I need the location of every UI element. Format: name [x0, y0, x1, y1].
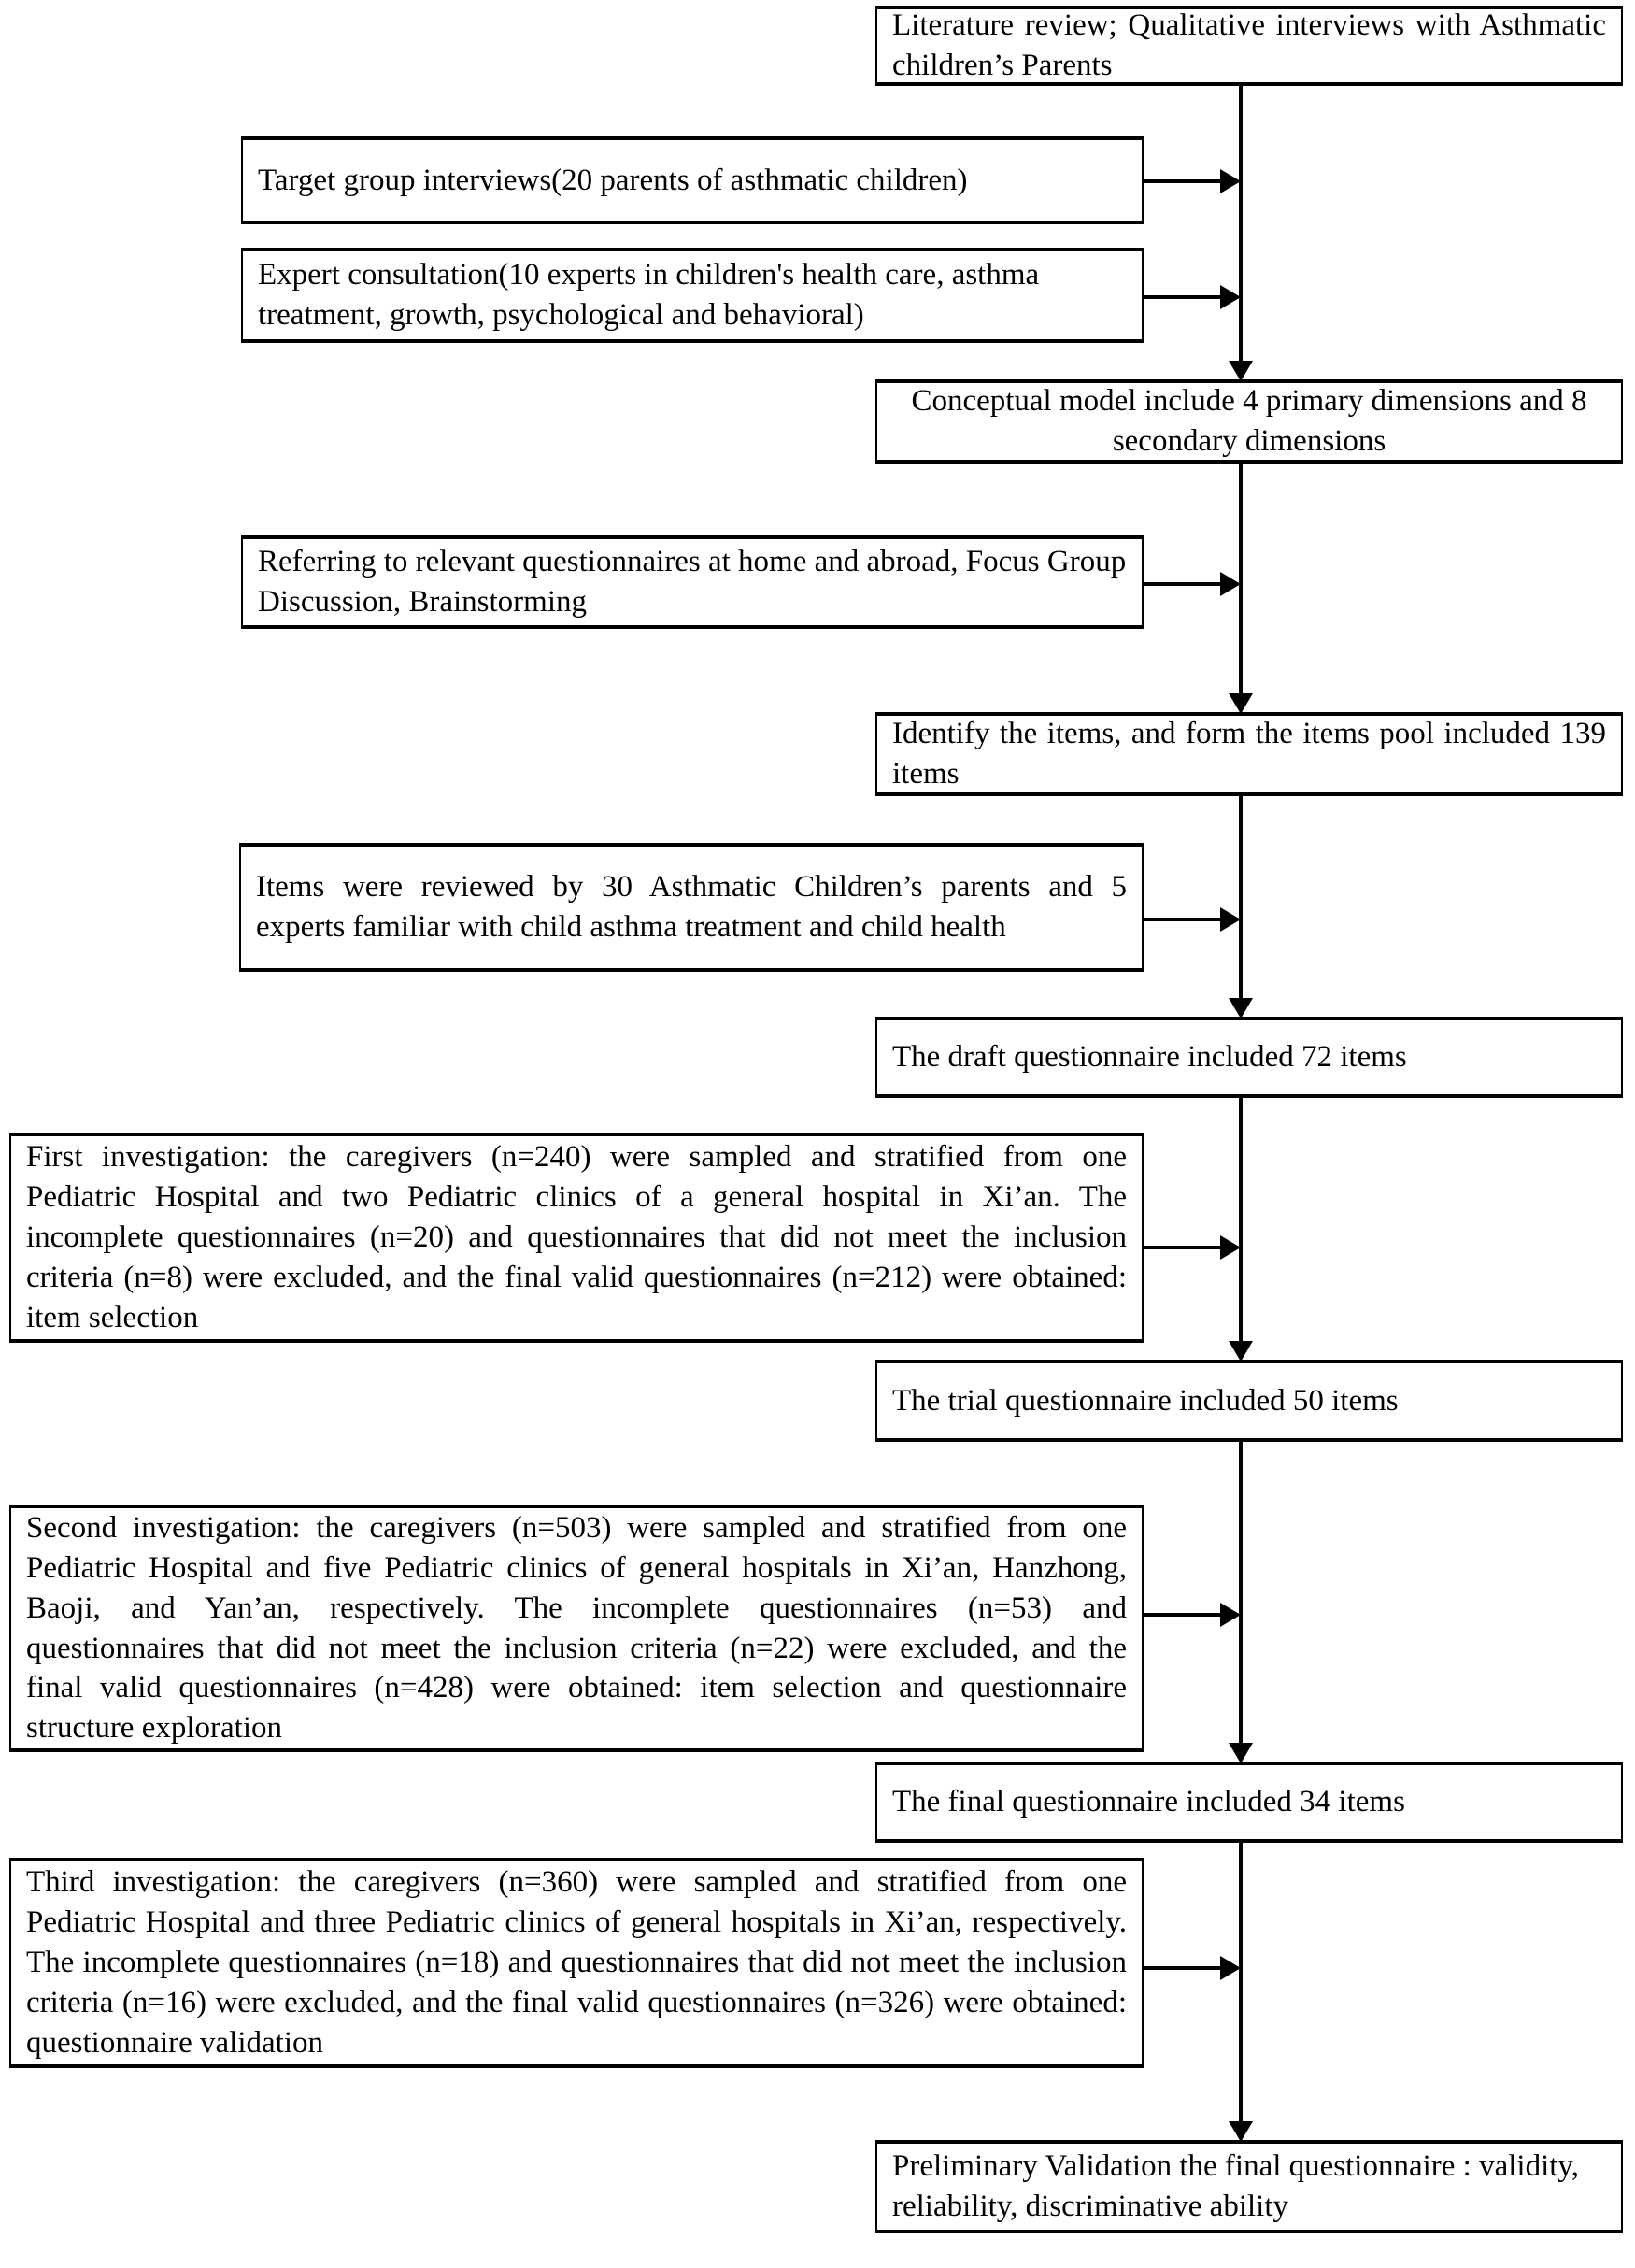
arrowhead-referring [1220, 572, 1241, 596]
arrowhead-first-investigation [1220, 1235, 1241, 1260]
arrowhead-expert [1220, 285, 1241, 309]
connector-final-to-preliminary [1239, 1843, 1243, 2121]
node-first-investigation[interactable]: First investigation: the caregivers (n=2… [9, 1133, 1144, 1343]
node-third-investigation-text: Third investigation: the caregivers (n=3… [26, 1865, 1127, 2060]
arrowhead-target-group [1220, 169, 1241, 193]
node-referring-questionnaires-text: Referring to relevant questionnaires at … [258, 545, 1127, 619]
node-trial-questionnaire-text: The trial questionnaire included 50 item… [892, 1383, 1399, 1418]
arrowhead-second-investigation [1220, 1603, 1241, 1627]
node-third-investigation[interactable]: Third investigation: the caregivers (n=3… [9, 1858, 1144, 2068]
node-expert-consultation[interactable]: Expert consultation(10 experts in childr… [241, 248, 1144, 343]
node-items-pool-text: Identify the items, and form the items p… [892, 717, 1606, 791]
connector-target-group-to-spine [1142, 179, 1231, 183]
node-conceptual-model-text: Conceptual model include 4 primary dimen… [911, 384, 1587, 458]
node-expert-consultation-text: Expert consultation(10 experts in childr… [258, 258, 1040, 332]
connector-expert-to-spine [1142, 295, 1231, 299]
node-literature-review-text: Literature review; Qualitative interview… [892, 8, 1606, 82]
node-second-investigation-text: Second investigation: the caregivers (n=… [26, 1510, 1127, 1746]
node-items-reviewed-text: Items were reviewed by 30 Asthmatic Chil… [256, 870, 1127, 944]
connector-itemspool-to-draft [1239, 796, 1243, 998]
node-target-group-interviews-text: Target group interviews(20 parents of as… [258, 163, 968, 197]
arrowhead-to-trial [1229, 1341, 1253, 1362]
connector-conceptual-to-itemspool [1239, 464, 1243, 693]
node-final-questionnaire[interactable]: The final questionnaire included 34 item… [875, 1762, 1623, 1843]
node-draft-questionnaire-text: The draft questionnaire included 72 item… [892, 1040, 1407, 1075]
node-second-investigation[interactable]: Second investigation: the caregivers (n=… [9, 1505, 1144, 1752]
arrowhead-to-preliminary [1229, 2121, 1253, 2142]
arrowhead-to-conceptual [1229, 361, 1253, 381]
arrowhead-items-reviewed [1220, 907, 1241, 932]
node-preliminary-validation[interactable]: Preliminary Validation the final questio… [875, 2140, 1623, 2233]
node-items-reviewed[interactable]: Items were reviewed by 30 Asthmatic Chil… [239, 843, 1144, 972]
arrowhead-to-final [1229, 1743, 1253, 1763]
arrowhead-to-draft [1229, 998, 1253, 1019]
node-referring-questionnaires[interactable]: Referring to relevant questionnaires at … [241, 535, 1144, 629]
node-target-group-interviews[interactable]: Target group interviews(20 parents of as… [241, 136, 1144, 224]
connector-draft-to-trial [1239, 1098, 1243, 1341]
node-literature-review[interactable]: Literature review; Qualitative interview… [875, 6, 1623, 86]
node-draft-questionnaire[interactable]: The draft questionnaire included 72 item… [875, 1017, 1623, 1098]
arrowhead-to-itemspool [1229, 693, 1253, 714]
connector-referring-to-spine [1142, 582, 1231, 586]
connector-first-investigation-to-spine [1142, 1246, 1231, 1249]
node-items-pool[interactable]: Identify the items, and form the items p… [875, 712, 1623, 796]
node-conceptual-model[interactable]: Conceptual model include 4 primary dimen… [875, 379, 1623, 464]
node-final-questionnaire-text: The final questionnaire included 34 item… [892, 1785, 1405, 1819]
connector-items-reviewed-to-spine [1142, 918, 1231, 921]
connector-trial-to-final [1239, 1442, 1243, 1743]
connector-third-investigation-to-spine [1142, 1966, 1231, 1970]
connector-second-investigation-to-spine [1142, 1613, 1231, 1617]
node-trial-questionnaire[interactable]: The trial questionnaire included 50 item… [875, 1360, 1623, 1442]
node-preliminary-validation-text: Preliminary Validation the final questio… [892, 2149, 1580, 2223]
connector-lit-to-conceptual [1239, 80, 1243, 361]
arrowhead-third-investigation [1220, 1956, 1241, 1980]
node-first-investigation-text: First investigation: the caregivers (n=2… [26, 1140, 1127, 1334]
